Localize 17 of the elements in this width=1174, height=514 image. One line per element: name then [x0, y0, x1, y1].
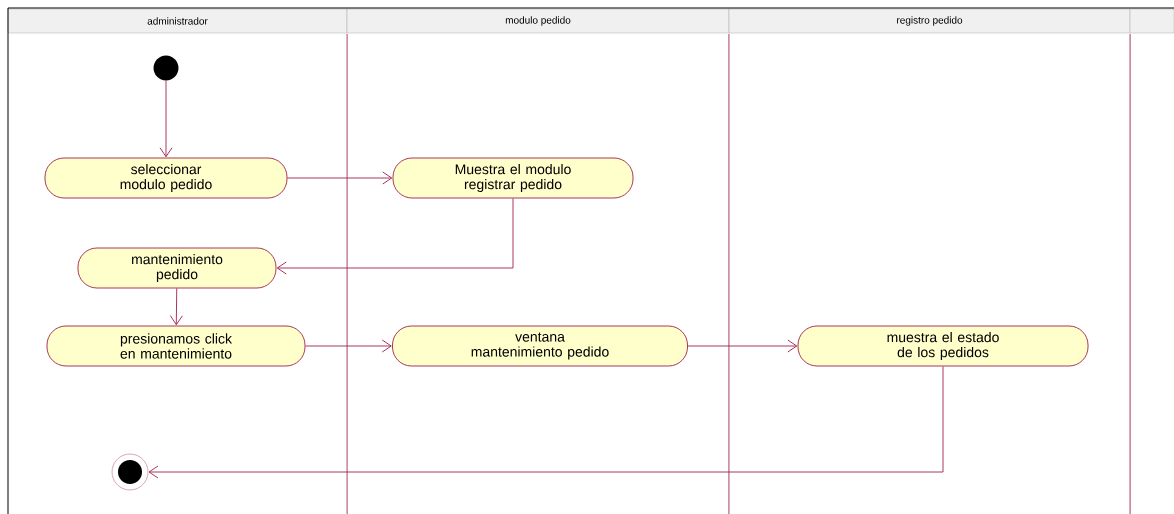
activity-box: seleccionar modulo pedido: [44, 157, 288, 199]
activity-box: presionamos click en mantenimiento: [46, 325, 306, 367]
final-node: [111, 453, 149, 491]
arrow: [687, 339, 798, 353]
activity-box: muestra el estado de los pedidos: [797, 325, 1089, 367]
activity-box: Muestra el modulo registrar pedido: [392, 157, 634, 199]
arrow: [287, 171, 393, 185]
lane-header: modulo pedido: [346, 8, 730, 34]
arrow: [169, 288, 183, 326]
activity-box: mantenimiento pedido: [77, 247, 277, 289]
activity-box: ventana mantenimiento pedido: [392, 325, 688, 367]
arrow: [305, 339, 392, 353]
arrow: [276, 198, 514, 275]
arrow: [148, 366, 944, 479]
arrow: [159, 80, 173, 158]
start-node: [153, 55, 179, 81]
lane-header: administrador: [7, 8, 348, 34]
